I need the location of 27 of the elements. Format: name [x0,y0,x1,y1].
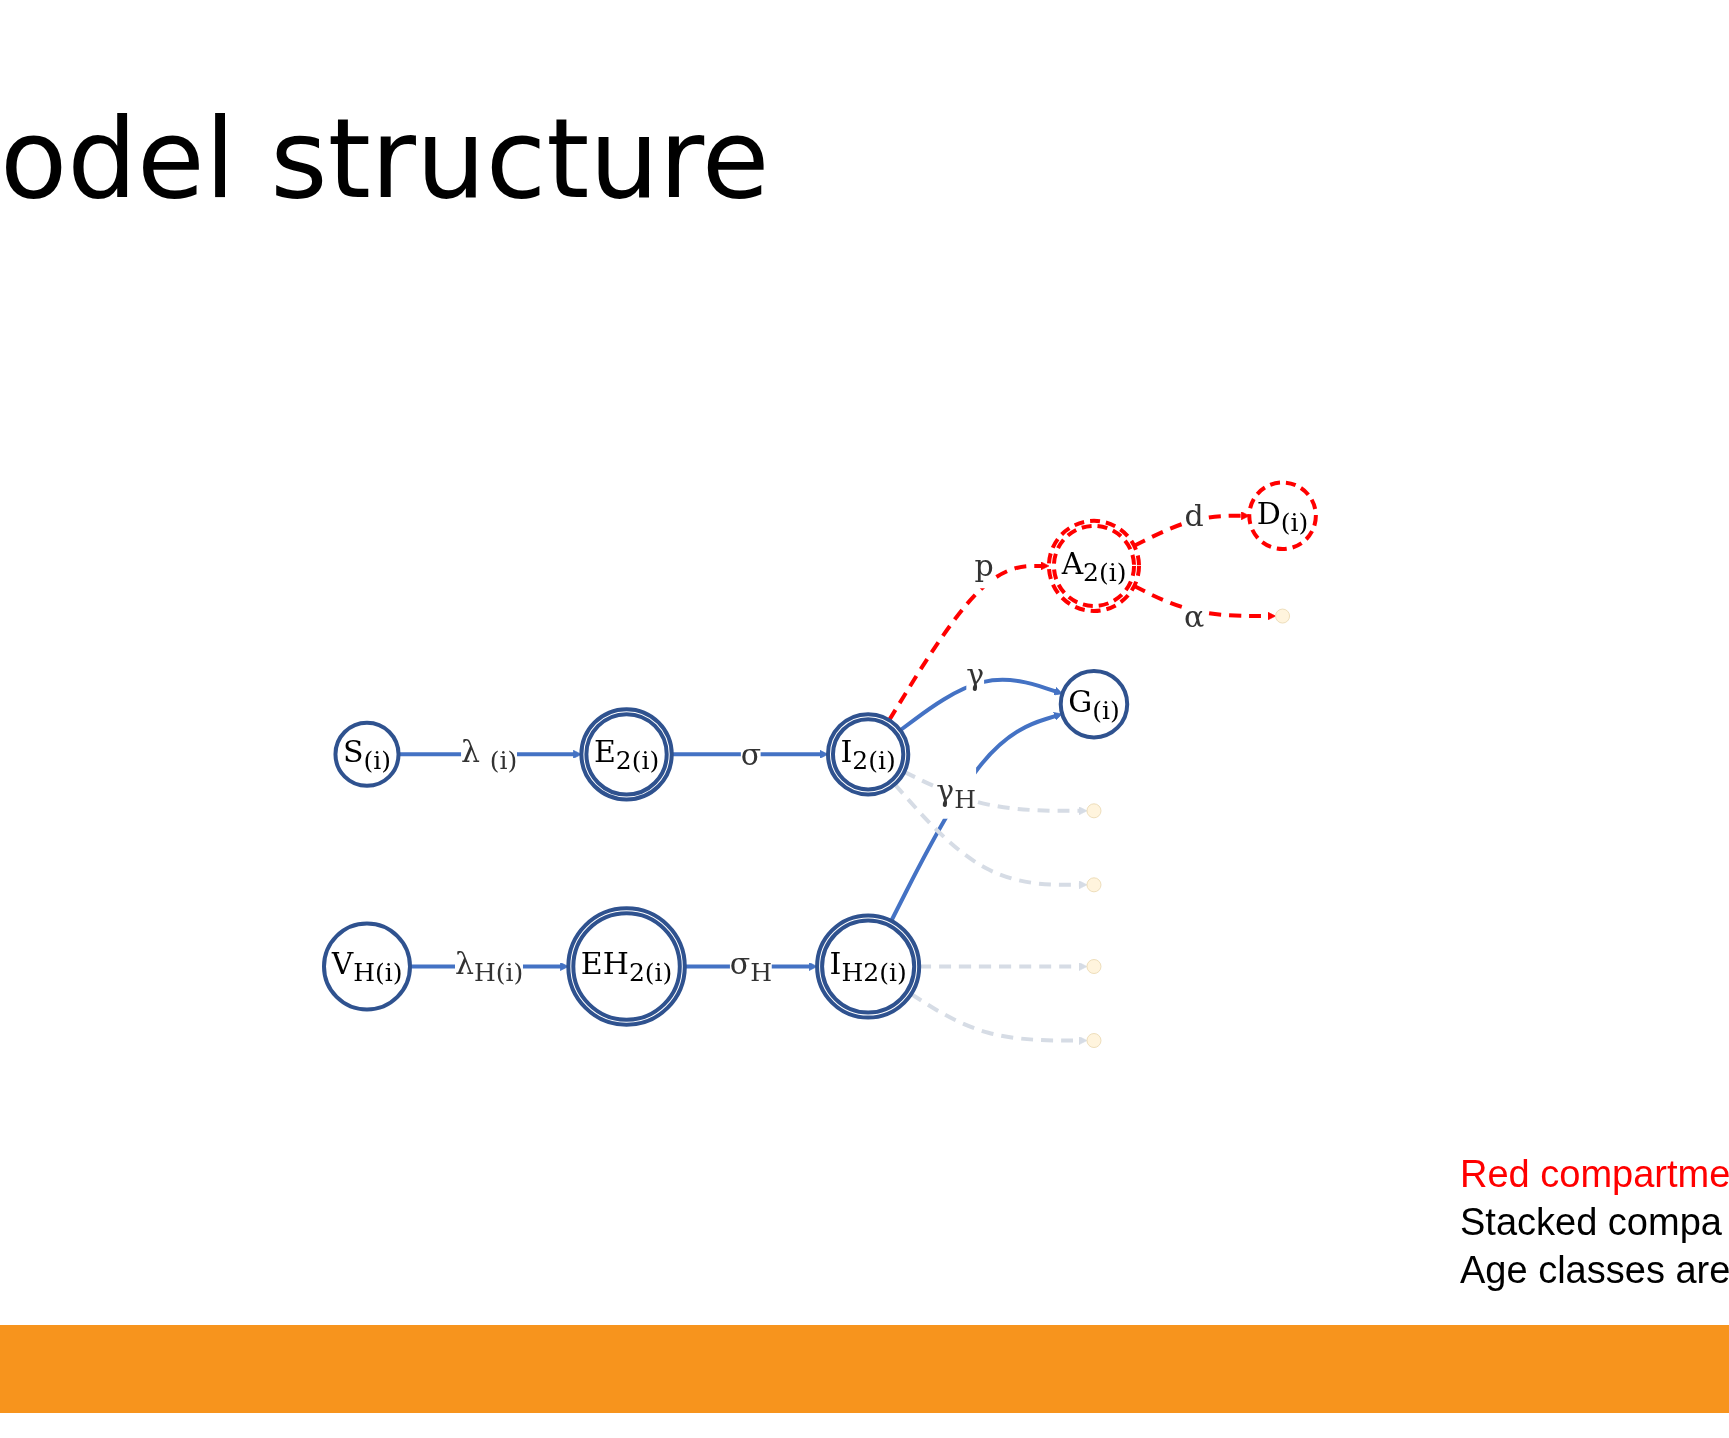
node-circle: V$_{H(i)}$ [322,921,413,1012]
edge-label: α [1184,598,1205,634]
edge-label: γ [966,656,985,692]
node-circle: I$_{H2(i)}$ [815,913,922,1020]
arrow [893,783,1088,890]
note-text: Stacked compa [1460,1200,1723,1245]
arrow [889,712,1063,922]
edge-label: γ$_{H}$ [936,772,977,814]
edge-label: σ [740,736,762,772]
slide-title: odel structure [0,95,770,223]
edge-label: d [1184,498,1204,534]
edge-label: σ$_{H}$ [729,946,773,988]
node-circle: D$_{(i)}$ [1247,480,1318,552]
node-circle: E$_{2(i)}$ [579,707,674,802]
node-circle: I$_{2(i)}$ [826,712,911,797]
node-circle: EH$_{2(i)}$ [566,906,687,1027]
node-circle: G$_{(i)}$ [1058,668,1130,740]
edge-label: λ$_{H(i)}$ [455,946,524,988]
arrow [899,677,1063,732]
node-circle: S$_{(i)}$ [333,720,401,788]
note-text: Age classes are [1460,1248,1729,1293]
edge-label: p [974,548,994,584]
note-text: Red compartme [1460,1152,1729,1197]
edge-label: λ $_{(i)}$ [461,734,518,776]
node-circle: A$_{2(i)}$ [1047,518,1142,613]
arrow [1133,584,1277,621]
arrow [910,992,1088,1045]
